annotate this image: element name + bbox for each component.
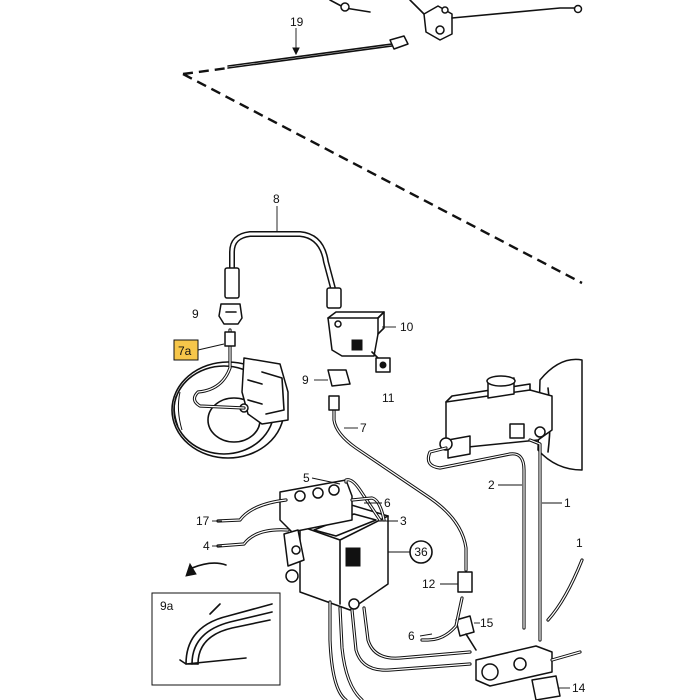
valve-14 (475, 645, 582, 700)
callout-1: 1 (564, 496, 571, 510)
fitting-12 (440, 571, 473, 593)
callout-9a: 9a (160, 599, 174, 613)
brake-line-bundle (328, 600, 472, 700)
callout-11: 11 (382, 391, 395, 405)
master-cylinder (439, 375, 553, 459)
cable-19 (227, 28, 409, 69)
clip-9-upper (218, 303, 243, 325)
callout-17: 17 (196, 514, 210, 528)
callout-6: 6 (384, 496, 391, 510)
callout-3: 3 (400, 514, 407, 528)
callout-9-upper: 9 (192, 307, 199, 321)
callout-1-right: 1 (576, 536, 583, 550)
brake-lines-abs (212, 477, 398, 548)
clip-9-right (314, 369, 351, 387)
callout-9-right: 9 (302, 373, 309, 387)
callout-10: 10 (400, 320, 414, 334)
brake-hose-8 (224, 206, 342, 309)
brake-line-2 (426, 446, 526, 630)
part-15 (455, 615, 480, 651)
bracket-10 (327, 311, 396, 357)
callout-6-lower: 6 (408, 629, 415, 643)
callout-5: 5 (303, 471, 310, 485)
callout-7: 7 (360, 421, 367, 435)
brake-line-7a (192, 328, 246, 410)
brake-line-6-lower (419, 596, 464, 642)
brake-disc-caliper (171, 357, 289, 459)
brake-line-7 (328, 395, 468, 572)
callout-8: 8 (273, 192, 280, 206)
callout-19: 19 (290, 15, 304, 29)
callout-36-badge: 36 (388, 540, 433, 564)
callout-15: 15 (480, 616, 494, 630)
dashed-outline-boundary (182, 66, 583, 285)
bolt-11 (371, 351, 391, 373)
callout-4: 4 (203, 539, 210, 553)
brake-line-1-right (546, 558, 584, 622)
brake-line-1 (528, 438, 562, 642)
callout-2: 2 (488, 478, 495, 492)
callout-14: 14 (572, 681, 586, 695)
brake-booster (537, 358, 583, 471)
abs-hydraulic-unit (279, 479, 389, 611)
callout-7a: 7a (178, 344, 192, 358)
inset-9a (151, 562, 281, 686)
callout-7a-highlight: 7a (173, 339, 199, 361)
top-bracket-assembly (329, 0, 583, 41)
callout-12: 12 (422, 577, 436, 591)
callout-36: 36 (414, 545, 428, 559)
